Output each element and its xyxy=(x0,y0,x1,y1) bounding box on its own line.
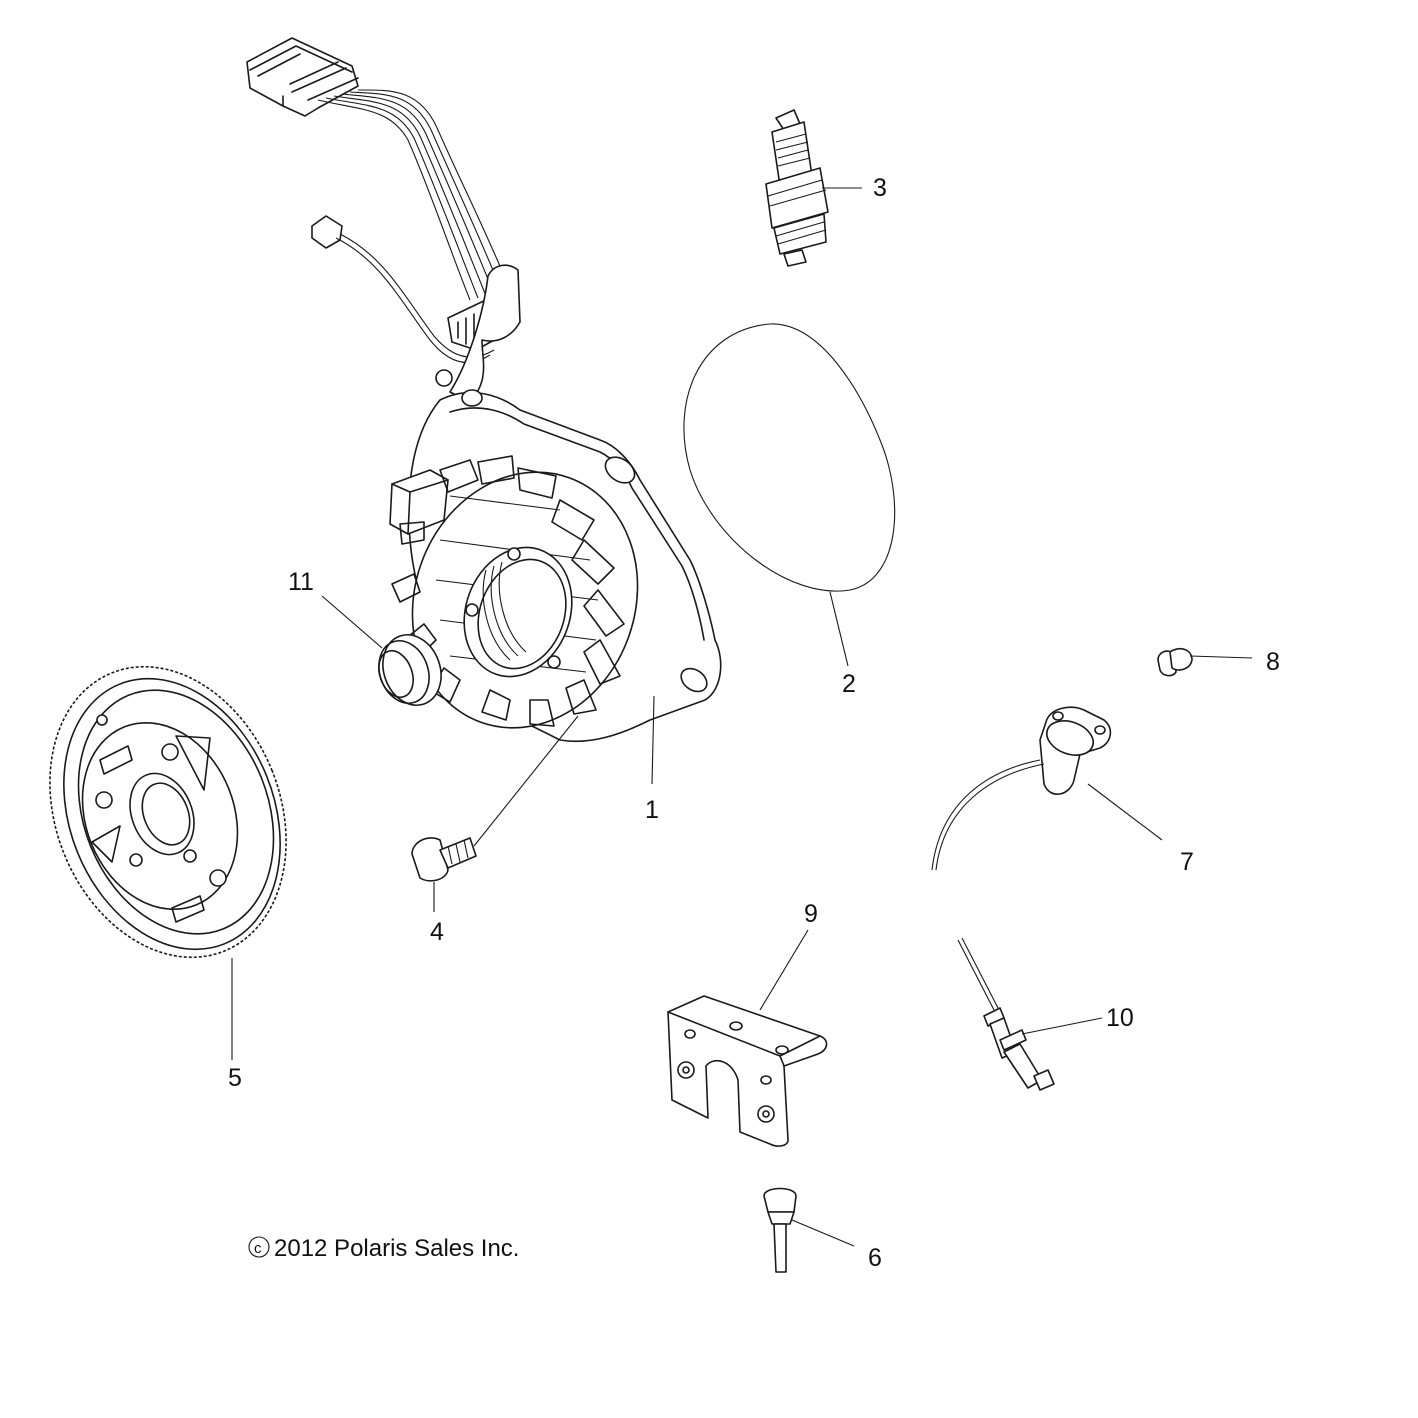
callout-3: 3 xyxy=(873,174,887,202)
spark-plug xyxy=(765,109,862,267)
bolt-4 xyxy=(411,715,579,912)
rivet xyxy=(763,1187,855,1273)
callout-10: 10 xyxy=(1106,1004,1134,1032)
copyright-text: 2012 Polaris Sales Inc. xyxy=(274,1235,519,1262)
wire-bundle xyxy=(317,89,511,301)
callout-6: 6 xyxy=(868,1244,882,1272)
bracket xyxy=(667,929,828,1147)
callout-4: 4 xyxy=(430,918,444,946)
callout-5: 5 xyxy=(228,1064,242,1092)
copyright-notice: c 2012 Polaris Sales Inc. xyxy=(248,1235,519,1262)
callout-9: 9 xyxy=(804,900,818,928)
bolt-8 xyxy=(1157,647,1253,677)
seal xyxy=(321,595,442,706)
flywheel xyxy=(49,665,287,1060)
stator-coils xyxy=(391,455,639,729)
temp-sensor xyxy=(957,937,1103,1091)
copyright-symbol: c xyxy=(254,1240,262,1257)
callout-8: 8 xyxy=(1266,648,1280,676)
callout-7: 7 xyxy=(1180,848,1194,876)
sensor xyxy=(931,706,1163,871)
callout-2: 2 xyxy=(842,670,856,698)
harness-connector xyxy=(246,37,359,117)
gasket xyxy=(683,323,896,667)
callout-11: 11 xyxy=(288,568,314,596)
callout-1: 1 xyxy=(645,796,659,824)
stator-assembly xyxy=(246,37,722,785)
